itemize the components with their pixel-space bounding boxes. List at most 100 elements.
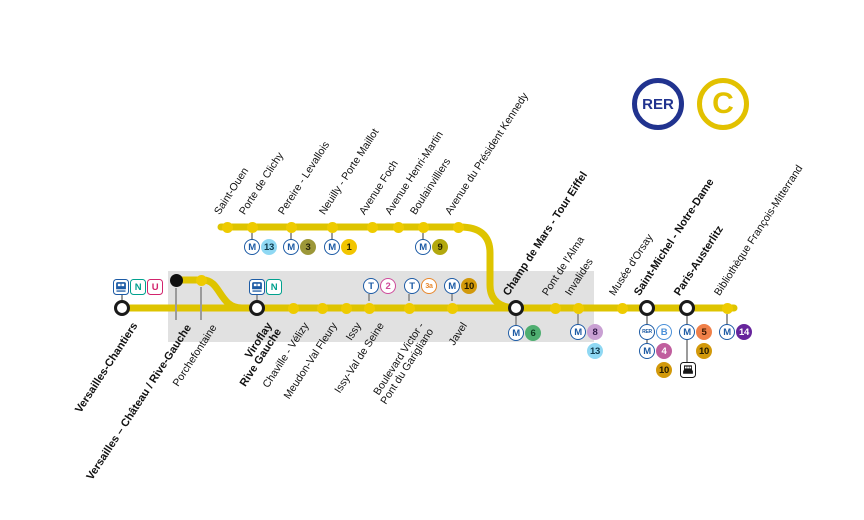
interchange-badges-saint-michel-notre-dame: 10 [656,362,672,378]
transilien-n-badge: N [266,279,282,295]
tram-icon: T [404,278,420,294]
rer-logo: RER [632,78,684,130]
station-label-issy: Issy [343,320,365,343]
station-marker-invalides [572,302,584,314]
metro-icon: M [415,239,431,255]
metro-line-10-badge: 10 [656,362,672,378]
rer-icon: RER [639,324,655,340]
metro-icon: M [719,324,735,340]
metro-icon: M [324,239,340,255]
metro-icon: M [639,343,655,359]
station-marker-versailles-chantiers [114,300,130,316]
connector-stem [256,294,258,300]
train-station-icon [249,279,265,295]
interchange-badges-paris-austerlitz: 10 [696,343,712,359]
connector-stem [422,233,424,240]
transilien-u-badge: U [147,279,163,295]
interchange-badges-viroflay-rive-gauche: N [249,279,282,295]
connector-stem [251,233,253,240]
connector-stem [368,294,370,301]
station-marker-champ-de-mars-tour-eiffel [508,300,524,316]
metro-line-3-badge: 3 [300,239,316,255]
metro-line-5-badge: 5 [696,324,712,340]
station-label-bibliotheque-francois-mitterrand: Bibliothèque François-Mitterrand [711,163,806,298]
station-marker-pereire-levallois [285,221,297,233]
station-marker-porchefontaine [195,274,207,286]
metro-icon: M [283,239,299,255]
metro-icon: M [444,278,460,294]
connector-stem [726,314,728,325]
station-marker-musee-d-orsay [616,302,628,314]
metro-line-14-badge: 14 [736,324,752,340]
station-marker-saint-michel-notre-dame [639,300,655,316]
connector-stem [408,294,410,301]
station-label-avenue-du-president-kennedy: Avenue du Président Kennedy [442,90,531,217]
metro-icon: M [679,324,695,340]
connector-stem [515,316,517,327]
connector-stem [175,288,177,320]
station-label-versailles-chateau-rive-gauche: Versailles – Château / Rive-Gauche [84,322,195,483]
station-label-javel: Javel [446,320,471,348]
station-marker-meudon-val-fleury [316,302,328,314]
metro-line-8-badge: 8 [587,324,603,340]
train-station-icon [113,279,129,295]
metro-icon: M [570,324,586,340]
connector-stem [200,287,202,320]
line-c-logo: C [697,78,749,130]
metro-line-4-badge: 4 [656,343,672,359]
station-marker-avenue-henri-martin [392,221,404,233]
station-marker-javel [446,302,458,314]
metro-line-13-badge: 13 [261,239,277,255]
rer-line-b-badge: B [656,324,672,340]
station-marker-saint-ouen [221,221,233,233]
connector-stem [331,233,333,240]
station-marker-neuilly-porte-maillot [326,221,338,233]
station-marker-chaville-velizy [287,302,299,314]
station-marker-porte-de-clichy [246,221,258,233]
station-marker-versailles-chateau-rive-gauche [169,273,183,287]
station-marker-boulainvilliers [417,221,429,233]
station-label-meudon-val-fleury: Meudon-Val Fleury [281,320,341,402]
station-label-versailles-chantiers: Versailles-Chantiers [72,320,141,416]
station-marker-paris-austerlitz [679,300,695,316]
rer-logo-text: RER [642,95,674,113]
connector-stem [121,294,123,300]
station-marker-boulevard-victor-pont-du-garigliano [403,302,415,314]
metro-line-1-badge: 1 [341,239,357,255]
transilien-n-badge: N [130,279,146,295]
interchange-badges-invalides: 13 [587,343,603,359]
station-marker-avenue-foch [366,221,378,233]
sncf-mainline-icon [680,362,696,378]
metro-line-10-badge: 10 [696,343,712,359]
connector-stem [686,316,688,364]
station-marker-viroflay-rive-gauche [249,300,265,316]
station-marker-issy [340,302,352,314]
tram-line-3a-badge: 3a [421,278,437,294]
station-marker-avenue-du-president-kennedy [452,221,464,233]
interchange-badges-paris-austerlitz [680,362,696,378]
connector-stem [451,294,453,301]
tram-line-2-badge: 2 [380,278,396,294]
station-marker-pont-de-l-alma [549,302,561,314]
metro-icon: M [244,239,260,255]
station-marker-issy-val-de-seine [363,302,375,314]
metro-line-6-badge: 6 [525,325,541,341]
metro-line-13-badge: 13 [587,343,603,359]
metro-line-10-badge: 10 [461,278,477,294]
